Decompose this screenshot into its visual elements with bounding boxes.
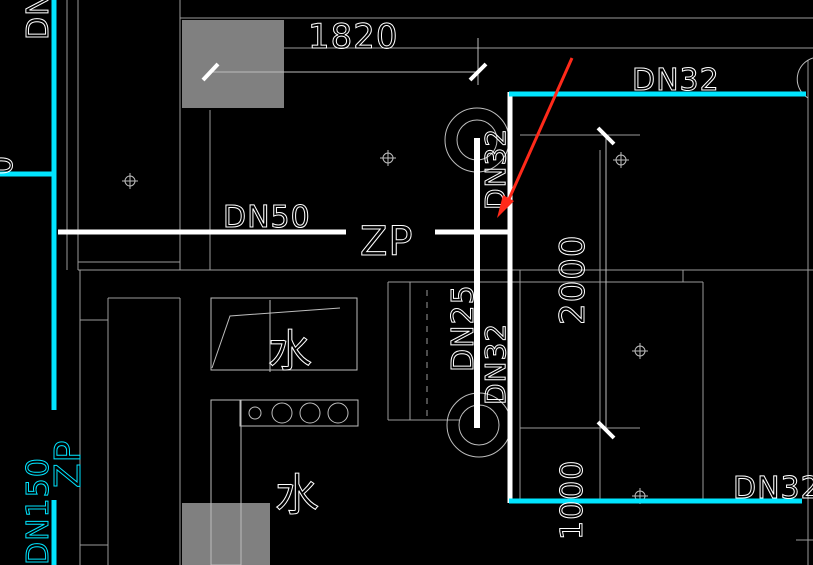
label-zp-main: ZP	[360, 219, 414, 265]
background-linework	[66, 0, 813, 565]
dimension-right	[596, 126, 616, 440]
red-annotation-arrow	[497, 57, 574, 218]
crosshair-symbols	[122, 150, 648, 504]
label-dn32-vertical-a: DN32	[479, 323, 512, 405]
white-pipes	[58, 92, 513, 503]
label-dim-bottom: 1000	[555, 460, 590, 540]
label-dn32-top: DN32	[632, 63, 720, 98]
label-dn150: DN150	[21, 457, 56, 565]
label-symbol-char-1: 水	[268, 326, 313, 377]
label-left-edge-top: DN1	[21, 0, 56, 40]
grey-block-top	[182, 20, 284, 108]
label-dn32-bottom: DN32	[733, 471, 813, 506]
grey-block-bottom	[182, 503, 270, 565]
label-dim-top: 1820	[308, 17, 399, 57]
fixture-symbol-upper	[210, 297, 358, 372]
label-dim-right: 2000	[553, 234, 593, 325]
label-dn50: DN50	[223, 200, 311, 235]
label-left-edge-mid: 0	[0, 155, 20, 175]
label-zp-left: ZP	[48, 440, 89, 488]
label-dn25: DN25	[446, 284, 481, 372]
label-dn32-vertical-b: DN32	[479, 128, 512, 210]
fixture-symbol-circles	[210, 399, 359, 565]
dimension-top	[201, 38, 488, 85]
label-symbol-char-2: 水	[275, 470, 320, 521]
